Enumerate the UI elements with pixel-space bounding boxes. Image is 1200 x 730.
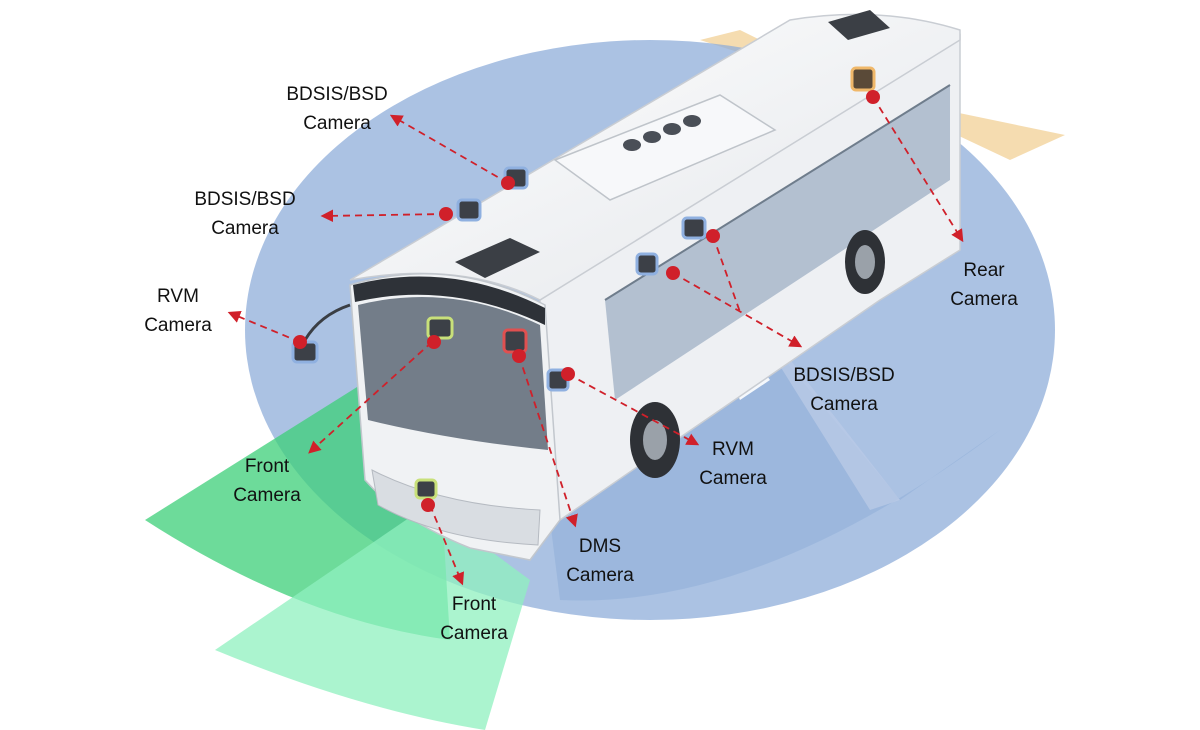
label-rvm-left: RVM Camera: [93, 282, 263, 340]
label-line: Front: [451, 594, 497, 615]
camera-dot: [706, 229, 720, 243]
camera-dot: [439, 207, 453, 221]
label-line: Camera: [699, 468, 767, 489]
label-line: Camera: [233, 485, 301, 506]
label-front-lower: Front Camera: [389, 590, 559, 648]
label-line: Camera: [211, 218, 279, 239]
label-line: BDSIS/BSD: [194, 189, 296, 210]
label-bsd-right: BDSIS/BSD Camera: [759, 361, 929, 419]
camera-dot: [512, 349, 526, 363]
label-line: Camera: [566, 565, 634, 586]
label-line: DMS: [578, 536, 622, 557]
bsd-camera-icon: [681, 216, 707, 240]
label-front-upper: Front Camera: [182, 452, 352, 510]
label-line: BDSIS/BSD: [286, 84, 388, 105]
label-rear: Rear Camera: [899, 256, 1069, 314]
label-line: Camera: [303, 113, 371, 134]
camera-dot: [293, 335, 307, 349]
camera-position-dots: [293, 90, 880, 512]
front-camera-zone-lower: [215, 505, 530, 730]
callout-arrows: [227, 96, 964, 586]
label-rvm-right: RVM Camera: [648, 435, 818, 493]
camera-dot: [501, 176, 515, 190]
bsd-camera-icon: [456, 198, 482, 222]
label-line: Camera: [144, 315, 212, 336]
camera-dot: [666, 266, 680, 280]
label-dms: DMS Camera: [515, 532, 685, 590]
label-line: BDSIS/BSD: [793, 365, 895, 386]
label-bsd-top: BDSIS/BSD Camera: [252, 80, 422, 138]
label-line: RVM: [712, 439, 754, 460]
label-line: Camera: [950, 289, 1018, 310]
rear-camera-icon: [850, 66, 876, 92]
label-line: RVM: [157, 286, 199, 307]
label-line: Camera: [440, 623, 508, 644]
front-camera-icon: [414, 478, 438, 500]
label-line: Front: [244, 456, 290, 477]
label-line: Rear: [963, 260, 1005, 281]
camera-dot: [561, 367, 575, 381]
camera-dot: [421, 498, 435, 512]
camera-dot: [427, 335, 441, 349]
label-line: Camera: [810, 394, 878, 415]
camera-dot: [866, 90, 880, 104]
front-camera-icon: [426, 316, 454, 340]
dms-camera-icon: [502, 328, 528, 354]
label-bsd-mid: BDSIS/BSD Camera: [160, 185, 330, 243]
bsd-camera-icon: [635, 252, 659, 276]
